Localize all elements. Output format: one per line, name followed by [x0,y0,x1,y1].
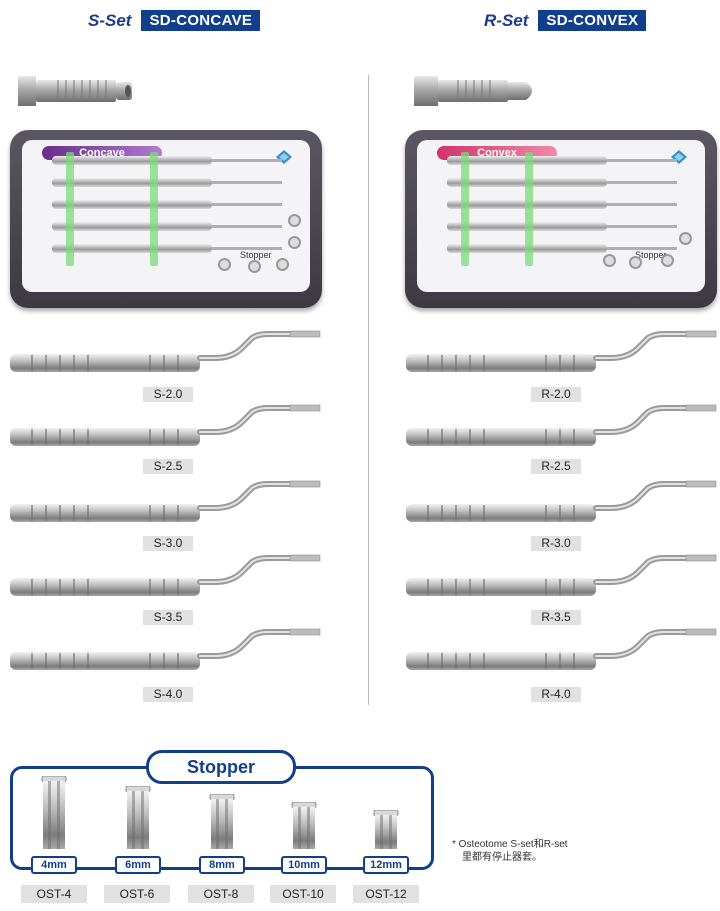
instrument-label: R-3.5 [531,610,581,625]
stopper-size-badge: 6mm [115,856,161,874]
r-set-badge: SD-CONVEX [538,10,647,31]
r-set-kit-tray: Convex Stopper [405,130,717,308]
kit-instrument [52,222,282,231]
kit-clip [461,152,469,266]
stopper-code-label: OST-10 [270,885,336,903]
stopper-size-badge: 4mm [31,856,77,874]
r-instrument-image [406,404,718,449]
stopper-code-label: OST-12 [353,885,419,903]
footnote-line-2: 里都有停止器套。 [462,852,542,863]
stopper-title: Stopper [146,750,296,784]
kit-clip [66,152,74,266]
stopper-size-badge: 8mm [199,856,245,874]
kit-stopper [276,258,289,271]
kit-stopper-label: Stopper [240,250,272,260]
kit-tray-insert: Convex Stopper [417,140,705,292]
column-divider [368,75,369,705]
r-instrument-image [406,330,718,375]
instrument-label: S-2.0 [143,387,193,402]
s-set-name: S-Set [88,10,132,30]
stopper-ost-4-image [41,776,67,849]
kit-stopper [218,258,231,271]
stopper-code-label: OST-4 [21,885,87,903]
kit-stopper [679,232,692,245]
s-set-badge: SD-CONCAVE [141,10,261,31]
stopper-size-badge: 12mm [363,856,409,874]
s-instrument-image [10,480,322,525]
instrument-label: R-4.0 [531,687,581,702]
kit-clip [150,152,158,266]
kit-stopper [248,260,261,273]
kit-stopper-label: Stopper [635,250,667,260]
kit-stopper [603,254,616,267]
s-instrument-image [10,404,322,449]
stopper-code-label: OST-6 [104,885,170,903]
r-instrument-image [406,628,718,673]
r-set-name: R-Set [484,10,529,30]
stopper-ost-10-image [291,802,317,849]
kit-clip [525,152,533,266]
r-set-heading: R-Set SD-CONVEX [484,10,647,31]
kit-instrument [52,200,282,209]
kit-stopper [288,214,301,227]
s-set-heading: S-Set SD-CONCAVE [88,10,261,31]
stopper-ost-12-image [373,810,399,849]
kit-instrument [52,178,282,187]
s-instrument-image [10,330,322,375]
convex-tip-image [414,76,532,106]
stopper-ost-8-image [209,794,235,849]
footnote: * Osteotome S-set和R-set 里都有停止器套。 [452,838,568,864]
stopper-size-badge: 10mm [281,856,327,874]
footnote-line-1: * Osteotome S-set和R-set [452,839,568,850]
s-set-kit-tray: Concave Stopper [10,130,322,308]
kit-stopper [661,254,674,267]
kit-instrument [52,156,282,165]
instrument-label: S-3.5 [143,610,193,625]
r-instrument-image [406,554,718,599]
stopper-ost-6-image [125,786,151,849]
instrument-label: R-2.5 [531,459,581,474]
instrument-label: S-2.5 [143,459,193,474]
instrument-label: S-3.0 [143,536,193,551]
s-instrument-image [10,628,322,673]
kit-stopper [288,236,301,249]
kit-tray-insert: Concave Stopper [22,140,310,292]
kit-instrument [52,244,282,253]
concave-tip-image [18,76,132,106]
instrument-label: S-4.0 [143,687,193,702]
kit-stopper [629,256,642,269]
instrument-label: R-3.0 [531,536,581,551]
stopper-code-label: OST-8 [188,885,254,903]
r-instrument-image [406,480,718,525]
instrument-label: R-2.0 [531,387,581,402]
s-instrument-image [10,554,322,599]
